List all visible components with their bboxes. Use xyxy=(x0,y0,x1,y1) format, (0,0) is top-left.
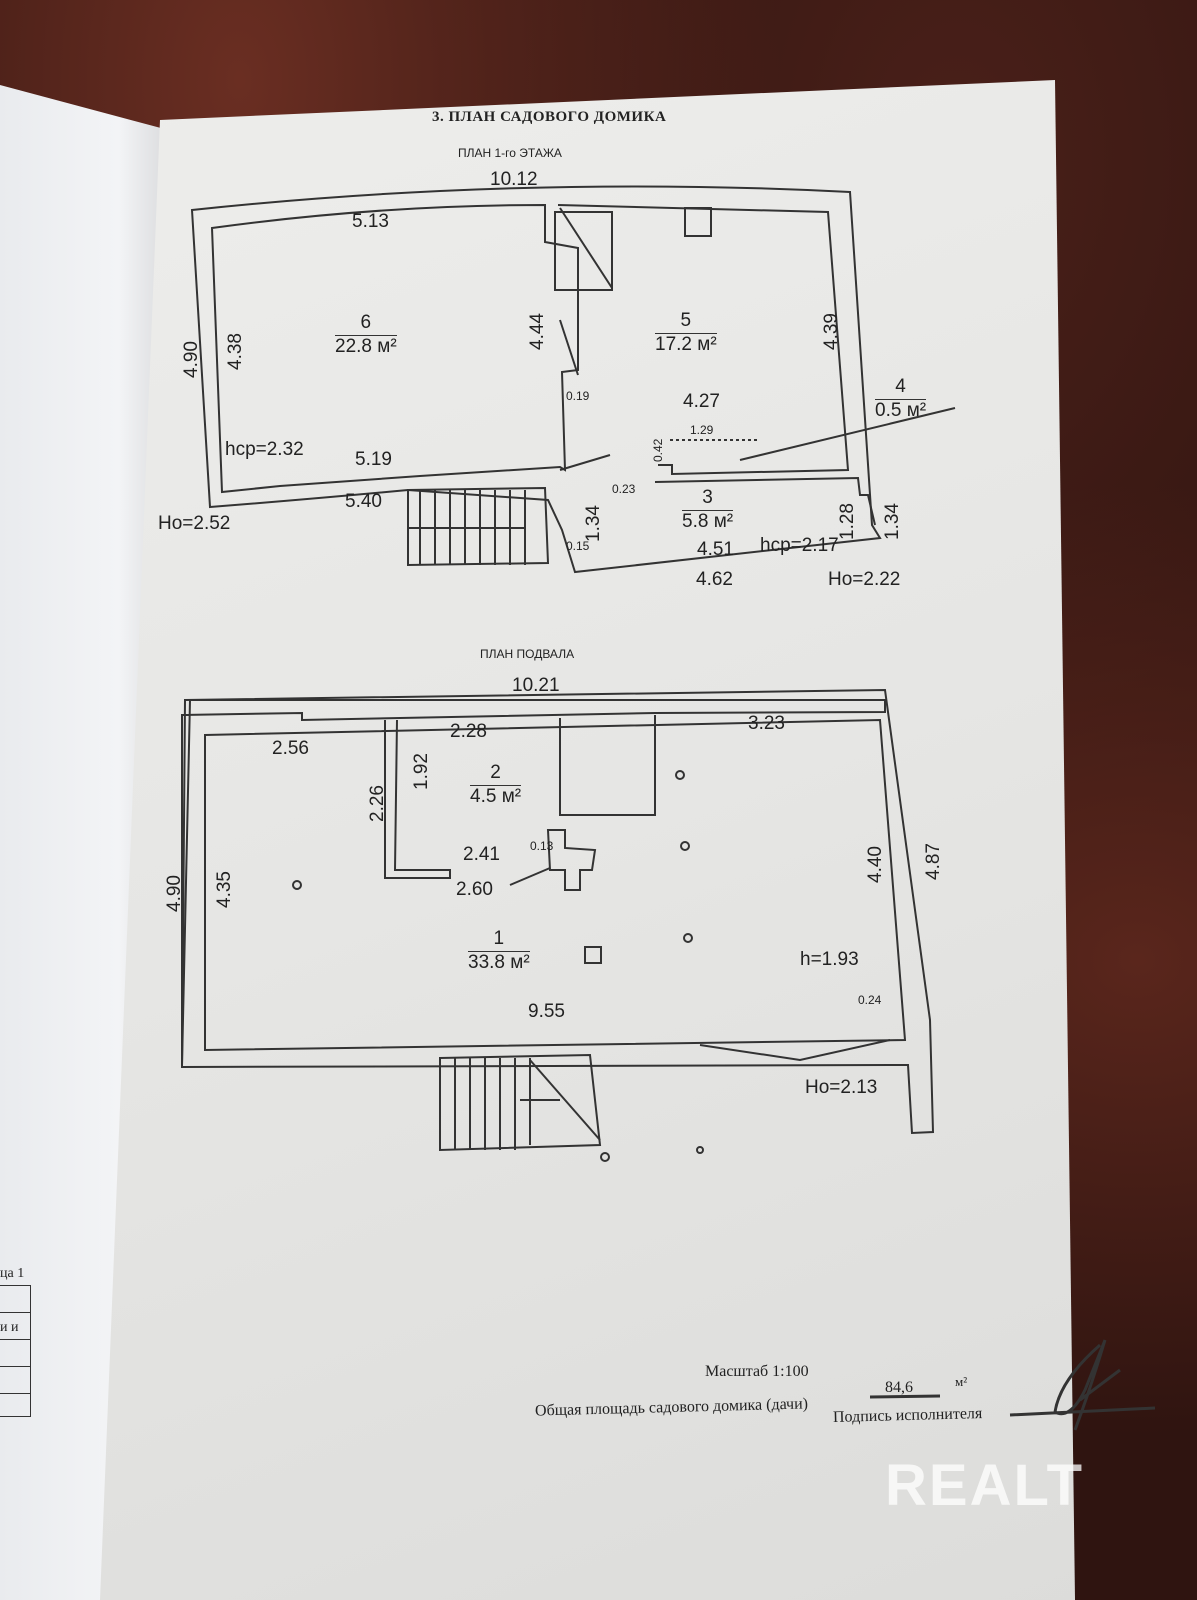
floor1-dimension-label: 1.34 xyxy=(882,503,903,540)
basement-dimension-label: 2.28 xyxy=(450,721,487,742)
total-area-value: 84,6 xyxy=(885,1379,913,1396)
basement-dimension-label: 0.13 xyxy=(530,839,554,853)
basement-dimension-label: 4.40 xyxy=(865,846,886,883)
floor1-dimension-label: 0.23 xyxy=(612,482,636,496)
basement-walls xyxy=(180,688,935,1162)
floor1-dimension-label: 0.15 xyxy=(566,539,590,553)
basement-dimension-label: h=1.93 xyxy=(800,949,859,970)
basement-dimension-label: 2.60 xyxy=(456,879,493,900)
basement-dimension-label: 4.87 xyxy=(923,843,944,880)
left-page-table xyxy=(0,1285,31,1417)
left-page-text: ца 1 xyxy=(0,1266,25,1281)
basement-dimension-label: 2.26 xyxy=(367,785,388,822)
floor1-dimension-label: hcp=2.32 xyxy=(225,439,304,460)
floor1-dimension-label: 4.38 xyxy=(225,333,246,370)
basement-heading: ПЛАН ПОДВАЛА xyxy=(480,647,575,661)
floor1-dimension-label: 4.27 xyxy=(683,391,720,412)
basement-dimension-label: 1.92 xyxy=(411,753,432,790)
floor1-dimension-label: 1.29 xyxy=(690,423,714,437)
floor1-dimension-label: 0.42 xyxy=(651,438,665,462)
basement-dimension-label: 4.90 xyxy=(164,875,185,912)
floor1-dimension-label: 1.34 xyxy=(583,505,604,542)
floor1-dimension-label: 4.44 xyxy=(527,313,548,350)
basement-dimension-label: 2.41 xyxy=(463,844,500,865)
basement-dimension-label: 10.21 xyxy=(512,675,560,696)
total-area-unit: м² xyxy=(955,1374,968,1389)
basement-dimension-label: 0.24 xyxy=(858,993,882,1007)
floor1-dimension-label: 0.19 xyxy=(566,389,590,403)
scale-label: Масштаб 1:100 xyxy=(705,1363,809,1380)
floor1-dimension-label: 4.51 xyxy=(697,539,734,560)
floor1-dimension-label: Ho=2.52 xyxy=(158,513,231,534)
signature xyxy=(869,1339,1156,1431)
basement-dimension-label: 9.55 xyxy=(528,1001,565,1022)
floor1-dimension-label: 1.28 xyxy=(837,503,858,540)
left-page-text: и и xyxy=(0,1320,19,1335)
floor1-dimension-label: hcp=2.17 xyxy=(760,535,839,556)
realt-watermark: REALT xyxy=(885,1453,1085,1518)
floor1-dimension-label: 4.39 xyxy=(821,313,842,350)
floor1-walls xyxy=(190,185,956,574)
document-title: 3. ПЛАН САДОВОГО ДОМИКА xyxy=(432,109,667,125)
floor1-dimension-label: 5.13 xyxy=(352,211,389,232)
basement-dimension-label: 4.35 xyxy=(214,871,235,908)
floor1-dimension-label: 4.62 xyxy=(696,569,733,590)
basement-dimension-label: 2.56 xyxy=(272,738,309,759)
basement-dimension-label: Ho=2.13 xyxy=(805,1077,878,1098)
basement-dimension-label: 3.23 xyxy=(748,713,785,734)
floor1-dimension-label: 4.90 xyxy=(181,341,202,378)
floor1-heading: ПЛАН 1-го ЭТАЖА xyxy=(458,146,562,160)
floor1-dimension-label: 5.19 xyxy=(355,449,392,470)
floor1-dimension-label: Ho=2.22 xyxy=(828,569,901,590)
floor1-dimension-label: 10.12 xyxy=(490,169,538,190)
floor1-dimension-label: 5.40 xyxy=(345,491,382,512)
